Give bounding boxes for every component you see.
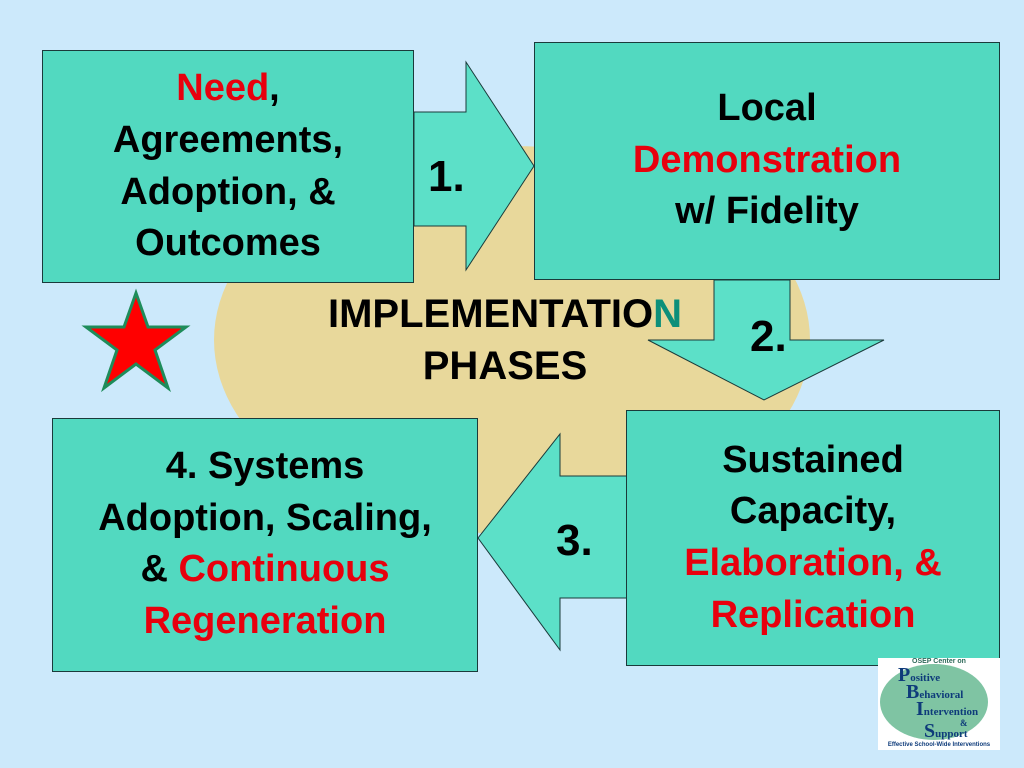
phase-4-line-3: & Continuous: [140, 548, 390, 591]
step-number-1: 1.: [428, 152, 465, 201]
logo-header: OSEP Center on: [912, 658, 966, 665]
elaboration-highlight: Elaboration, &: [684, 542, 942, 584]
demonstration-highlight: Demonstration: [632, 138, 902, 181]
phase-2-line-1: Local: [717, 87, 817, 129]
step-number-3: 3.: [556, 516, 593, 565]
center-title-line-1: IMPLEMENTATION: [270, 288, 740, 340]
phase-1-line-4: Outcomes: [135, 222, 321, 265]
phase-4-line-1: 4. Systems: [165, 445, 365, 487]
regeneration-highlight: Regeneration: [143, 600, 387, 643]
phase-4-box: 4. Systems Adoption, Scaling, & Continuo…: [52, 418, 478, 672]
logo-intervention: Intervention: [916, 698, 979, 720]
phase-3-line-1: Sustained: [722, 438, 904, 481]
logo-footer: Effective School-Wide Interventions: [887, 742, 991, 748]
logo-support: Support: [924, 720, 968, 742]
phase-2-box: Local Demonstration w/ Fidelity: [534, 42, 1000, 280]
logo-positive: Positive: [898, 664, 941, 686]
arrow-1: [413, 60, 535, 272]
phase-1-box: Need, Agreements, Adoption, & Outcomes: [42, 50, 414, 283]
phase-2-line-3: w/ Fidelity: [675, 190, 859, 233]
phase-1-line-1: Need,: [176, 67, 280, 110]
implementation-last-letter: N: [653, 292, 683, 336]
phase-1-line-3: Adoption, &: [120, 170, 336, 213]
phase-1-line-2: Agreements,: [112, 118, 344, 161]
replication-highlight: Replication: [710, 593, 916, 636]
logo-oval: [880, 664, 988, 740]
phase-4-line-2: Adoption, Scaling,: [98, 496, 432, 539]
phase-3-line-2: Capacity,: [729, 490, 897, 533]
center-title-line-2: PHASES: [422, 344, 588, 388]
step-number-2: 2.: [750, 312, 787, 361]
star-icon: [81, 288, 191, 393]
logo-ampersand: &: [960, 718, 968, 728]
arrow-3: [477, 418, 629, 652]
center-title: IMPLEMENTATION PHASES: [270, 288, 740, 392]
pbis-logo: OSEP Center on Positive Behavioral Inter…: [878, 658, 1000, 750]
continuous-highlight: Continuous: [178, 548, 390, 591]
need-highlight: Need: [176, 67, 270, 110]
logo-behavioral: Behavioral: [906, 681, 964, 703]
arrow-2: [647, 279, 885, 401]
phase-3-box: Sustained Capacity, Elaboration, & Repli…: [626, 410, 1000, 666]
implementatio-text: IMPLEMENTATIO: [327, 292, 654, 336]
